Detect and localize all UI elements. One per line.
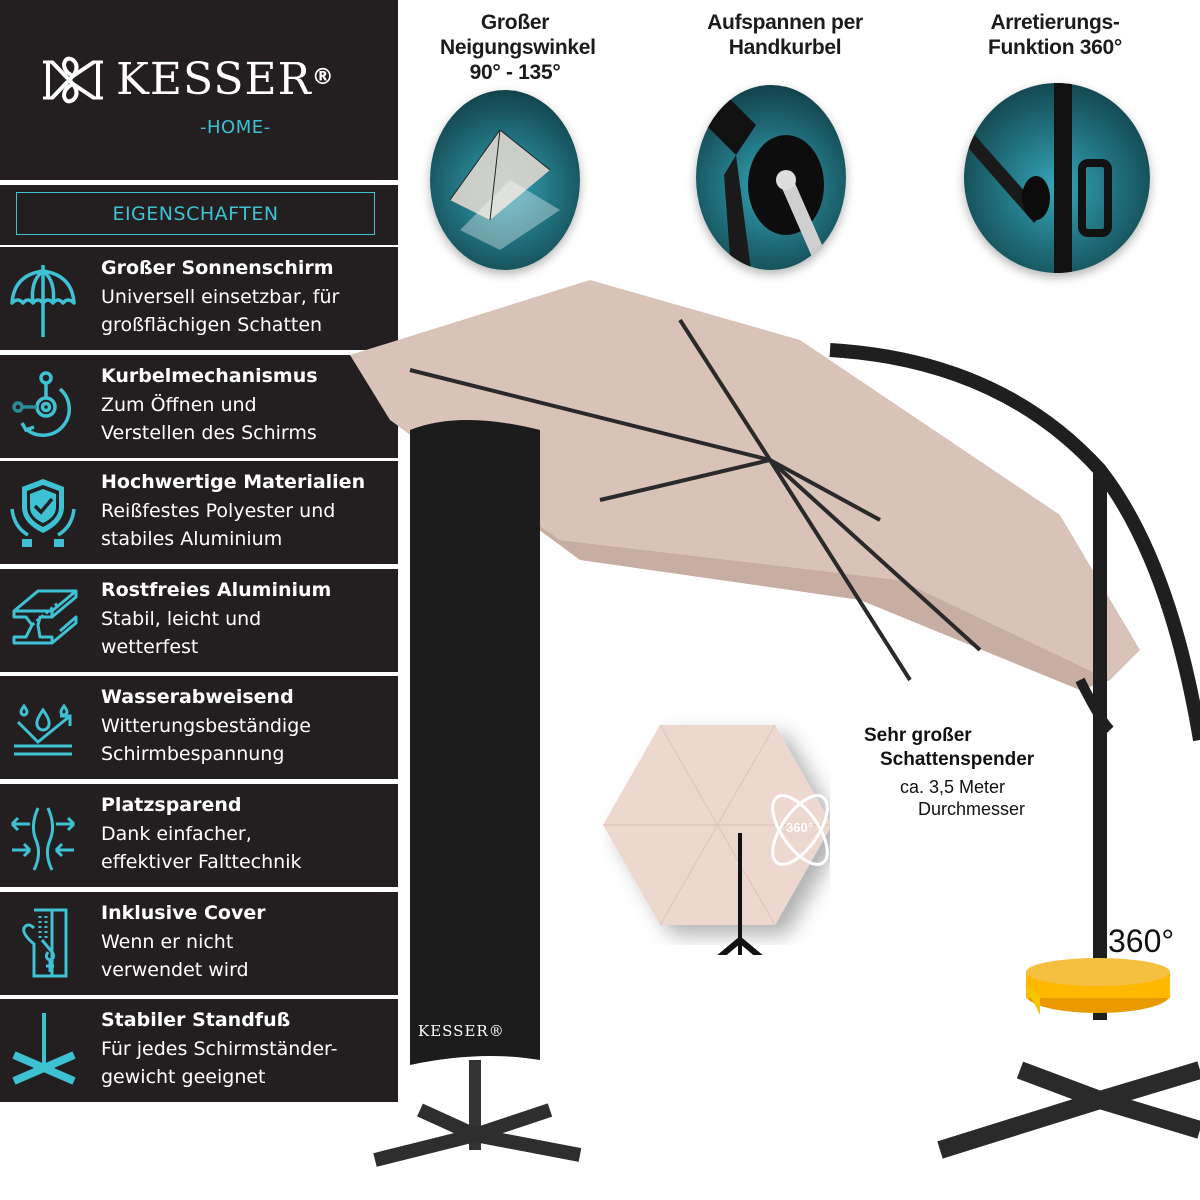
cantilever-umbrella-image (350, 280, 1200, 1167)
rotation-badge: 360° (786, 820, 813, 835)
feature-title: Hochwertige Materialien (101, 471, 366, 493)
feature-item: Großer Sonnenschirm Universell einsetzba… (0, 247, 398, 350)
feature-item: Hochwertige Materialien Reißfestes Polye… (0, 461, 398, 564)
lock-function-image (964, 83, 1150, 273)
canopy-top-view (603, 724, 830, 955)
cover-logo: KESSER® (418, 1022, 505, 1040)
feature-title: Wasserabweisend (101, 686, 294, 708)
zipper-cover-icon (22, 908, 68, 978)
rotation-label: 360° (1108, 923, 1175, 959)
kesser-monogram-icon (43, 56, 103, 104)
brand-name: KESSER® (116, 54, 335, 105)
feature-title: Inklusive Cover (101, 902, 266, 924)
section-header: EIGENSCHAFTEN (0, 185, 398, 245)
feature-title: Rostfreies Aluminium (101, 579, 332, 601)
cross-base-icon (12, 1013, 76, 1085)
umbrella-icon (10, 265, 76, 337)
feature-title: Kurbelmechanismus (101, 365, 318, 387)
tilt-angle-image (430, 90, 580, 270)
feature-title: Platzsparend (101, 794, 242, 816)
hand-crank-image (696, 85, 846, 270)
compress-icon (10, 807, 76, 871)
feature-item: Platzsparend Dank einfacher,effektiver F… (0, 784, 398, 887)
brand-subtitle: -HOME- (200, 117, 271, 138)
shade-title: Sehr großer Schattenspender (864, 725, 1035, 770)
crank-icon (12, 371, 71, 437)
feature-title: Stabiler Standfuß (101, 1009, 291, 1031)
feature-description: Für jedes Schirmständer-gewicht geeignet (101, 1038, 338, 1088)
feature-description: Dank einfacher,effektiver Falttechnik (101, 823, 302, 873)
i-beam-icon (12, 589, 78, 645)
feature-panel: KESSER® -HOME- EIGENSCHAFTEN Großer Sonn… (0, 0, 398, 1102)
section-label: EIGENSCHAFTEN (112, 202, 279, 225)
feature-item: Stabiler Standfuß Für jedes Schirmstände… (0, 999, 398, 1102)
brand-header: KESSER® -HOME- (0, 0, 398, 180)
shield-hands-icon (10, 479, 76, 547)
water-drops-icon (14, 703, 72, 756)
feature-title: Großer Sonnenschirm (101, 257, 334, 279)
shade-description: ca. 3,5 Meter Durchmesser (900, 777, 1026, 819)
highlight-caption-lock: Arretierungs-Funktion 360° (987, 11, 1122, 59)
